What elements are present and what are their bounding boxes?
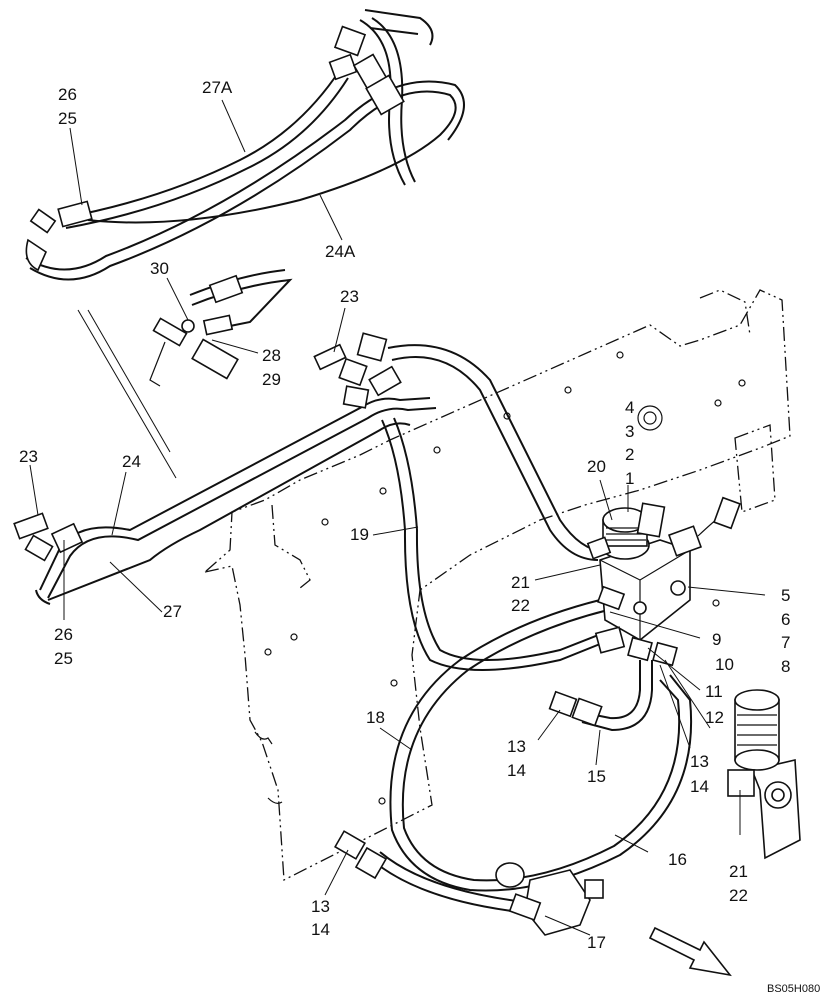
- callout-5: 5: [781, 586, 790, 605]
- callout-15: 15: [587, 767, 606, 786]
- callout-10: 10: [715, 655, 734, 674]
- main-valve-block: [586, 496, 741, 667]
- callout-25-bottom: 25: [54, 649, 73, 668]
- upper-hose-assembly: [25, 9, 465, 281]
- upper-tee-fitting: [328, 25, 405, 116]
- leader-lines: [29, 99, 766, 936]
- callout-22-right: 22: [729, 886, 748, 905]
- callout-14-center: 14: [507, 761, 526, 780]
- upper-fitting-elbow: [25, 200, 93, 272]
- callout-14-right: 14: [690, 777, 709, 796]
- callout-3: 3: [625, 422, 634, 441]
- callout-16: 16: [668, 850, 687, 869]
- callout-13-bottom: 13: [311, 897, 330, 916]
- solenoid-valve-detail: [727, 689, 801, 860]
- callout-labels: 26 25 27A 24A 30 23 28 29 23 24 4 3 2 1 …: [19, 78, 820, 995]
- callout-26-bottom: 26: [54, 625, 73, 644]
- callout-4: 4: [625, 398, 634, 417]
- callout-13-center: 13: [507, 737, 526, 756]
- flexible-hoses: [371, 344, 693, 913]
- left-fitting-23: [13, 512, 84, 562]
- mid-fitting-23: [313, 332, 402, 409]
- callout-21-mid: 21: [511, 573, 530, 592]
- drawing-code: BS05H080: [767, 983, 820, 995]
- callout-22-mid: 22: [511, 596, 530, 615]
- rigid-tube-assembly: [13, 332, 437, 605]
- lower-fittings: [334, 690, 604, 936]
- callout-1: 1: [625, 469, 634, 488]
- callout-24a: 24A: [325, 242, 356, 261]
- callout-23-mid: 23: [340, 287, 359, 306]
- callout-17: 17: [587, 933, 606, 952]
- callout-21-right: 21: [729, 862, 748, 881]
- mounting-plate: [204, 289, 791, 882]
- callout-28: 28: [262, 346, 281, 365]
- callout-19: 19: [350, 525, 369, 544]
- callout-18: 18: [366, 708, 385, 727]
- small-valve-detail: [149, 269, 293, 387]
- callout-25-top: 25: [58, 109, 77, 128]
- callout-12: 12: [705, 708, 724, 727]
- callout-27: 27: [163, 602, 182, 621]
- callout-23-left: 23: [19, 447, 38, 466]
- callout-9: 9: [712, 630, 721, 649]
- callout-24: 24: [122, 452, 141, 471]
- callout-29: 29: [262, 370, 281, 389]
- callout-14-bottom: 14: [311, 920, 330, 939]
- callout-7: 7: [781, 633, 790, 652]
- callout-6: 6: [781, 610, 790, 629]
- callout-8: 8: [781, 657, 790, 676]
- callout-2: 2: [625, 445, 634, 464]
- callout-13-right: 13: [690, 752, 709, 771]
- callout-27a: 27A: [202, 78, 233, 97]
- callout-20: 20: [587, 457, 606, 476]
- callout-30: 30: [150, 259, 169, 278]
- callout-11: 11: [705, 682, 723, 701]
- callout-26-top: 26: [58, 85, 77, 104]
- direction-arrow: [648, 926, 732, 977]
